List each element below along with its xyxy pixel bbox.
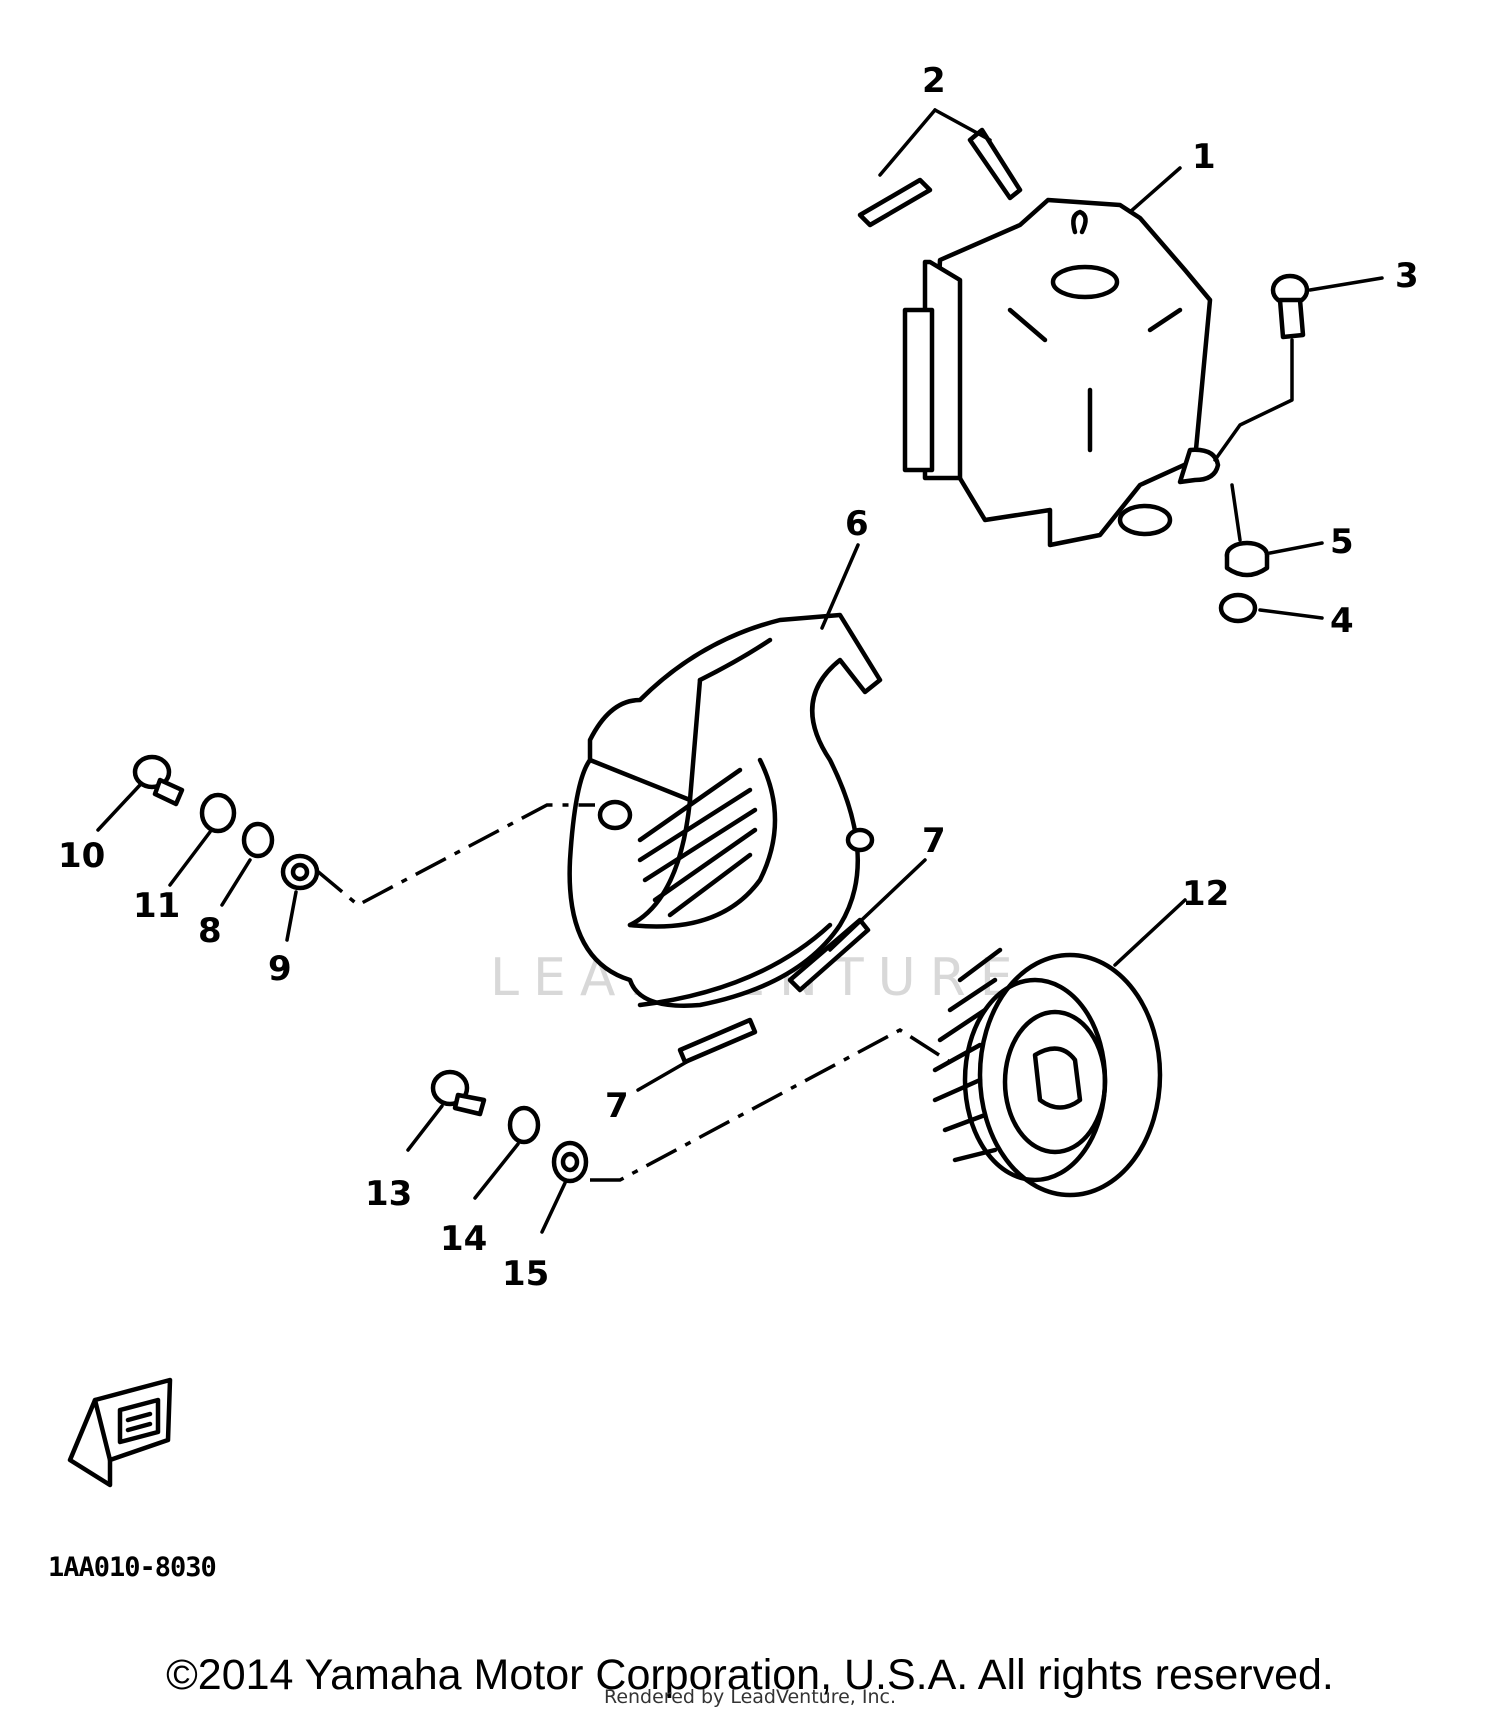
- callout-2: 2: [922, 61, 946, 101]
- part-8-collar: [241, 821, 275, 859]
- rendered-by-notice: Rendered by LeadVenture, Inc.: [603, 1686, 897, 1708]
- callout-4: 4: [1330, 601, 1354, 641]
- callout-7-upper: 7: [922, 821, 946, 861]
- callout-1: 1: [1192, 137, 1216, 177]
- callout-12: 12: [1182, 874, 1229, 914]
- callout-10: 10: [58, 836, 105, 876]
- callout-8: 8: [198, 911, 222, 951]
- part-2-pins: [857, 127, 1023, 228]
- callout-15: 15: [502, 1254, 549, 1294]
- part-1-cover: [902, 197, 1221, 548]
- part-3-bolt: [1270, 273, 1310, 340]
- part-9-grommet: [280, 853, 320, 891]
- part-4-collar: [1218, 592, 1258, 624]
- callout-3: 3: [1395, 256, 1419, 296]
- copyright-notice: ©2014 Yamaha Motor Corporation, U.S.A. A…: [166, 1651, 1334, 1699]
- callout-11: 11: [133, 886, 180, 926]
- part-6-fan-housing: [567, 612, 883, 1008]
- part-13-nut: [430, 1069, 487, 1117]
- callout-9: 9: [268, 949, 292, 989]
- part-15-nut: [551, 1140, 589, 1184]
- fan-housing-hatching: [637, 767, 758, 918]
- callout-14: 14: [440, 1219, 487, 1259]
- diagram-code: 1AA010-8030: [48, 1552, 217, 1583]
- callout-7-lower: 7: [605, 1086, 629, 1126]
- callout-6: 6: [845, 504, 869, 544]
- leader-lines: [96, 108, 1384, 1234]
- part-7-pins: [677, 917, 871, 1065]
- centerlines: [314, 803, 951, 1182]
- part-12-flywheel: [932, 947, 1163, 1198]
- callout-13: 13: [365, 1174, 412, 1214]
- callout-5: 5: [1330, 522, 1354, 562]
- part-14-washer: [507, 1105, 541, 1145]
- part-10-bolt: [132, 754, 185, 807]
- engine-orientation-icon: [67, 1377, 173, 1488]
- callout-labels: 2 1 3 5 4 6 7 12 10 11 8 9 7 13 14 15: [58, 61, 1419, 1294]
- part-11-washer: [199, 792, 237, 834]
- part-5-grommet: [1224, 540, 1270, 578]
